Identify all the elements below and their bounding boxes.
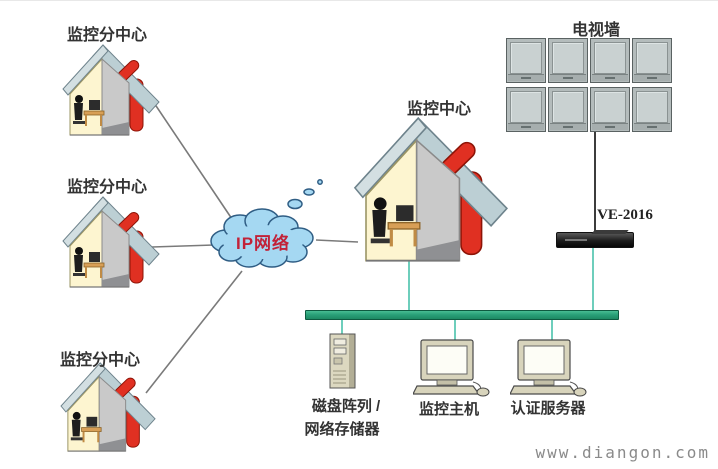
monitor-screen bbox=[510, 91, 542, 123]
tv-wall-monitor bbox=[632, 87, 672, 132]
tv-wall-monitor bbox=[506, 87, 546, 132]
monitor-screen bbox=[510, 42, 542, 74]
branch-center-house-1 bbox=[62, 44, 160, 136]
monitor-screen bbox=[594, 42, 626, 74]
link-branch1-cloud bbox=[141, 84, 233, 220]
link-cloud-maincenter bbox=[315, 239, 359, 243]
branch-center-house-2 bbox=[62, 196, 160, 288]
monitor-base bbox=[550, 74, 586, 81]
watermark-text: www.diangon.com bbox=[535, 443, 710, 462]
monitor-base bbox=[592, 123, 628, 130]
monitor-screen bbox=[636, 91, 668, 123]
cloud-label: IP网络 bbox=[236, 233, 290, 253]
tv-wall-monitor bbox=[506, 38, 546, 83]
branch-center-label-3: 监控分中心 bbox=[59, 352, 141, 369]
cloud-bubble-medium bbox=[303, 188, 315, 196]
cloud-bubble-small bbox=[317, 179, 323, 185]
tv-wall-label: 电视墙 bbox=[571, 22, 621, 39]
branch-center-label-1: 监控分中心 bbox=[66, 27, 148, 44]
auth-server-label: 认证服务器 bbox=[510, 400, 586, 417]
monitor-screen bbox=[552, 42, 584, 74]
ip-network-cloud bbox=[210, 179, 323, 268]
decoder-label: VE-2016 bbox=[597, 207, 653, 223]
ve2016-decoder-device bbox=[556, 232, 634, 248]
monitor-screen bbox=[552, 91, 584, 123]
link-branch2-cloud bbox=[151, 244, 215, 248]
branch-center-house-3 bbox=[60, 362, 156, 452]
monitor-host-device bbox=[413, 339, 490, 397]
monitor-host-label: 监控主机 bbox=[418, 401, 480, 418]
monitor-base bbox=[550, 123, 586, 130]
link-branch3-cloud bbox=[145, 270, 243, 394]
monitor-base bbox=[592, 74, 628, 81]
tv-wall-monitor bbox=[548, 38, 588, 83]
auth-server-device bbox=[510, 339, 587, 397]
monitor-base bbox=[508, 74, 544, 81]
lan-bus bbox=[305, 310, 619, 320]
branch-center-label-2: 监控分中心 bbox=[66, 179, 148, 196]
storage-label-line2: 网络存储器 bbox=[304, 421, 380, 438]
tv-wall-monitor bbox=[590, 38, 630, 83]
cloud-bubble-large bbox=[287, 198, 303, 210]
tv-wall-monitor bbox=[632, 38, 672, 83]
storage-label-line1: 磁盘阵列 / bbox=[311, 398, 381, 415]
tv-wall-monitor bbox=[548, 87, 588, 132]
monitor-base bbox=[634, 74, 670, 81]
monitor-screen bbox=[594, 91, 626, 123]
tv-wall bbox=[506, 38, 672, 132]
main-center-house bbox=[353, 117, 508, 262]
tv-wall-monitor bbox=[590, 87, 630, 132]
main-center-label: 监控中心 bbox=[406, 101, 472, 118]
monitor-base bbox=[508, 123, 544, 130]
monitor-screen bbox=[636, 42, 668, 74]
storage-tower-device bbox=[329, 333, 356, 389]
monitor-base bbox=[634, 123, 670, 130]
